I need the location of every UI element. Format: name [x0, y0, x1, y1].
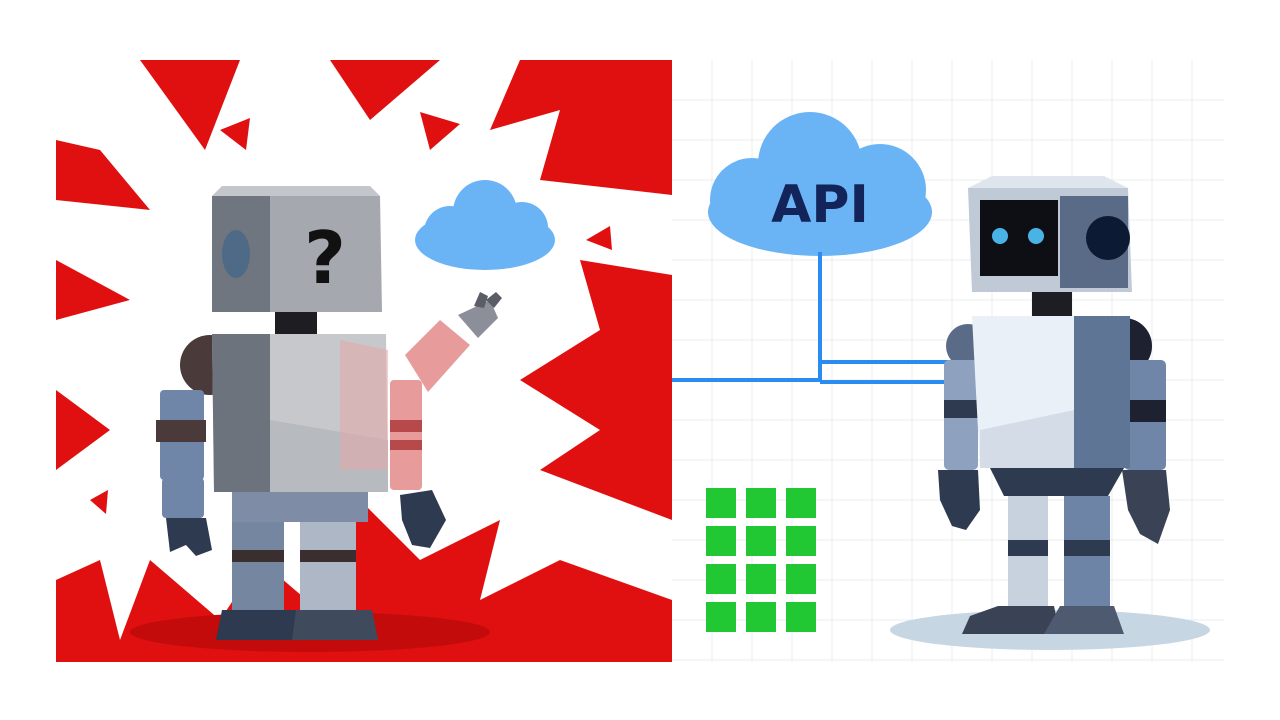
green-block — [706, 526, 736, 556]
left-hand — [166, 518, 212, 556]
right-panel: API — [672, 60, 1224, 662]
right-foot — [1044, 606, 1124, 634]
raised-hand — [458, 300, 498, 338]
right-hand — [1122, 470, 1170, 544]
face-screen — [980, 200, 1058, 276]
green-block — [786, 526, 816, 556]
green-block — [706, 564, 736, 594]
left-panel: ? — [56, 60, 672, 662]
shard — [586, 226, 612, 250]
shard — [220, 118, 250, 150]
neck — [275, 312, 317, 338]
small-cloud-icon — [415, 180, 555, 270]
green-block — [746, 564, 776, 594]
left-foot — [216, 610, 300, 640]
right-foot — [292, 610, 378, 640]
tidy-robot — [938, 176, 1170, 634]
green-block — [786, 602, 816, 632]
shard — [420, 112, 460, 150]
confused-robot: ? — [156, 186, 502, 640]
green-block — [786, 564, 816, 594]
green-block-grid — [706, 488, 816, 632]
question-mark: ? — [304, 216, 346, 300]
green-block — [706, 488, 736, 518]
right-eye — [1028, 228, 1044, 244]
right-hand — [400, 490, 446, 548]
left-leg — [232, 522, 284, 612]
robot-hips — [990, 468, 1124, 496]
green-block — [706, 602, 736, 632]
left-foot — [962, 606, 1060, 634]
right-arm — [390, 380, 422, 490]
robot-hips — [232, 492, 368, 522]
head-ear — [222, 230, 250, 278]
shard — [90, 490, 108, 514]
api-cloud-icon — [708, 112, 932, 256]
shard — [450, 572, 470, 592]
green-block — [746, 526, 776, 556]
right-leg — [300, 522, 356, 612]
raised-arm — [405, 320, 470, 392]
neck — [1032, 290, 1072, 316]
green-block — [746, 488, 776, 518]
left-hand — [938, 470, 980, 530]
green-block — [786, 488, 816, 518]
green-block — [746, 602, 776, 632]
head-ear — [1086, 216, 1130, 260]
left-eye — [992, 228, 1008, 244]
api-label: API — [771, 175, 869, 235]
